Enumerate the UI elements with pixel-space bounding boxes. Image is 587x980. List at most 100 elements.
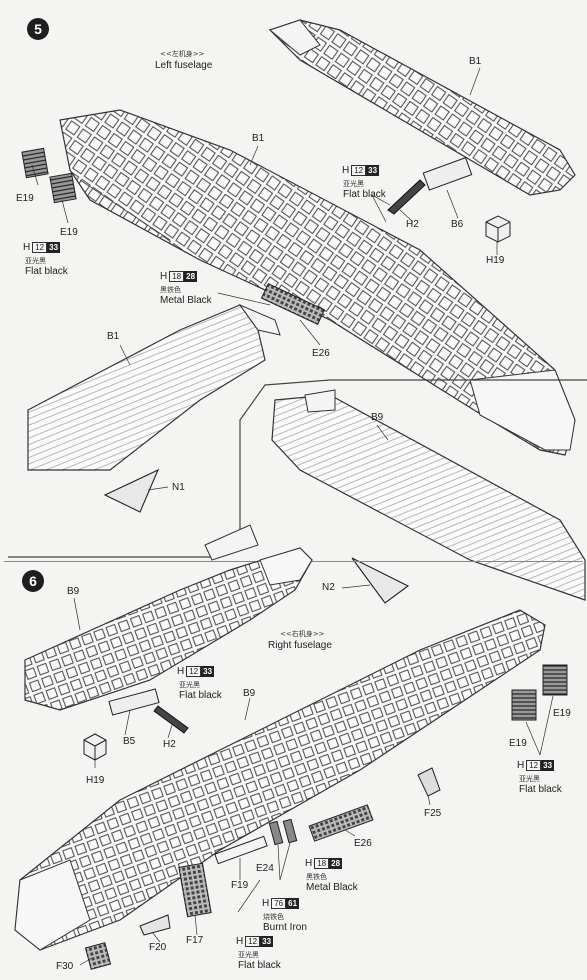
paint-number-alt: 33 (201, 666, 215, 677)
paint-name: Flat black (238, 960, 281, 971)
paint-name-cn: 亚光黑 (238, 951, 259, 959)
paint-name-cn: 亚光黑 (519, 775, 540, 783)
part-b1-main-drawing (59, 109, 576, 456)
part-e19-vents-s5 (21, 147, 77, 204)
paint-name: Metal Black (160, 295, 212, 306)
part-b5-s6 (108, 688, 160, 716)
paint-h: H (342, 165, 350, 176)
part-label-b1-low: B1 (107, 331, 120, 342)
paint-number-alt: 61 (286, 898, 300, 909)
part-e24 (268, 818, 298, 846)
paint-number: 12 (32, 242, 48, 253)
paint-number: 76 (271, 898, 287, 909)
paint-number: 12 (351, 165, 367, 176)
part-n2-fin (351, 557, 410, 604)
part-label-b1-mid: B1 (252, 133, 265, 144)
part-label-b1-top: B1 (469, 56, 482, 67)
paint-number-alt: 33 (260, 936, 274, 947)
paint-name-cn: 烧铁色 (263, 913, 284, 921)
part-label-h2: H2 (406, 219, 419, 230)
paint-name: Flat black (25, 266, 68, 277)
paint-name: Flat black (179, 690, 222, 701)
right-fuselage-caption-cn: <<右机身>> (280, 630, 325, 638)
part-label-b9: B9 (371, 412, 384, 423)
part-label-e26-s6: E26 (354, 838, 372, 849)
paint-number-alt: 33 (541, 760, 555, 771)
part-h19-cube-s6 (83, 733, 107, 761)
part-label-b9-mid: B9 (243, 688, 256, 699)
leader-lines-s5 (31, 67, 498, 589)
part-label-f19: F19 (231, 880, 249, 891)
part-f20 (139, 914, 171, 936)
part-label-f25: F25 (424, 808, 442, 819)
part-e26-grille-s6 (308, 804, 374, 842)
part-label-e19-b: E19 (60, 227, 78, 238)
paint-number: 18 (314, 858, 330, 869)
paint-h: H (177, 666, 185, 677)
part-label-b9-top: B9 (67, 586, 80, 597)
part-b1-top-drawing (268, 19, 576, 196)
paint-number-alt: 33 (366, 165, 380, 176)
part-label-b5: B5 (123, 736, 136, 747)
paint-name: Flat black (519, 784, 562, 795)
paint-number: 12 (245, 936, 261, 947)
part-label-e19-a: E19 (16, 193, 34, 204)
part-h19-cube-s5 (485, 215, 511, 243)
part-h2-s5 (387, 179, 426, 215)
part-label-h19: H19 (486, 255, 505, 266)
part-b9-detail-drawing (271, 389, 586, 601)
part-label-h2-s6: H2 (163, 739, 176, 750)
paint-name-cn: 黑铁色 (160, 286, 181, 294)
part-label-f20: F20 (149, 942, 167, 953)
step-6-badge: 6 (22, 570, 44, 592)
paint-name: Metal Black (306, 882, 358, 893)
paint-name-cn: 亚光黑 (343, 180, 364, 188)
part-label-h19-s6: H19 (86, 775, 105, 786)
part-label-e24: E24 (256, 863, 274, 874)
paint-h: H (517, 760, 525, 771)
part-b9-upper-drawing (24, 524, 313, 711)
part-e26-grille-s5 (260, 282, 326, 326)
part-label-e26: E26 (312, 348, 330, 359)
paint-h: H (160, 271, 168, 282)
left-fuselage-caption: Left fuselage (155, 60, 213, 71)
part-b1-lower-drawing (27, 303, 281, 471)
part-label-e19-a-s6: E19 (509, 738, 527, 749)
paint-name-cn: 亚光黑 (25, 257, 46, 265)
paint-h: H (262, 898, 270, 909)
part-label-n1: N1 (172, 482, 185, 493)
paint-name-cn: 亚光黑 (179, 681, 200, 689)
paint-h: H (236, 936, 244, 947)
part-label-e19-b-s6: E19 (553, 708, 571, 719)
right-fuselage-caption: Right fuselage (268, 640, 332, 651)
part-f19 (214, 835, 268, 865)
paint-number: 18 (169, 271, 185, 282)
paint-name: Flat black (343, 189, 386, 200)
part-label-b6: B6 (451, 219, 464, 230)
paint-h: H (23, 242, 31, 253)
paint-number-alt: 33 (47, 242, 61, 253)
leader-lines-s6 (73, 597, 554, 966)
paint-number-alt: 28 (184, 271, 198, 282)
part-b6-s5 (422, 157, 473, 191)
part-label-f17: F17 (186, 935, 204, 946)
paint-name-cn: 黑铁色 (306, 873, 327, 881)
left-fuselage-caption-cn: <<左机身>> (160, 50, 205, 58)
paint-name: Burnt Iron (263, 922, 307, 933)
paint-h: H (305, 858, 313, 869)
part-f25 (417, 767, 441, 797)
paint-number: 12 (526, 760, 542, 771)
part-label-n2: N2 (322, 582, 335, 593)
step-5-badge: 5 (27, 18, 49, 40)
part-b9-main-drawing (14, 609, 546, 951)
